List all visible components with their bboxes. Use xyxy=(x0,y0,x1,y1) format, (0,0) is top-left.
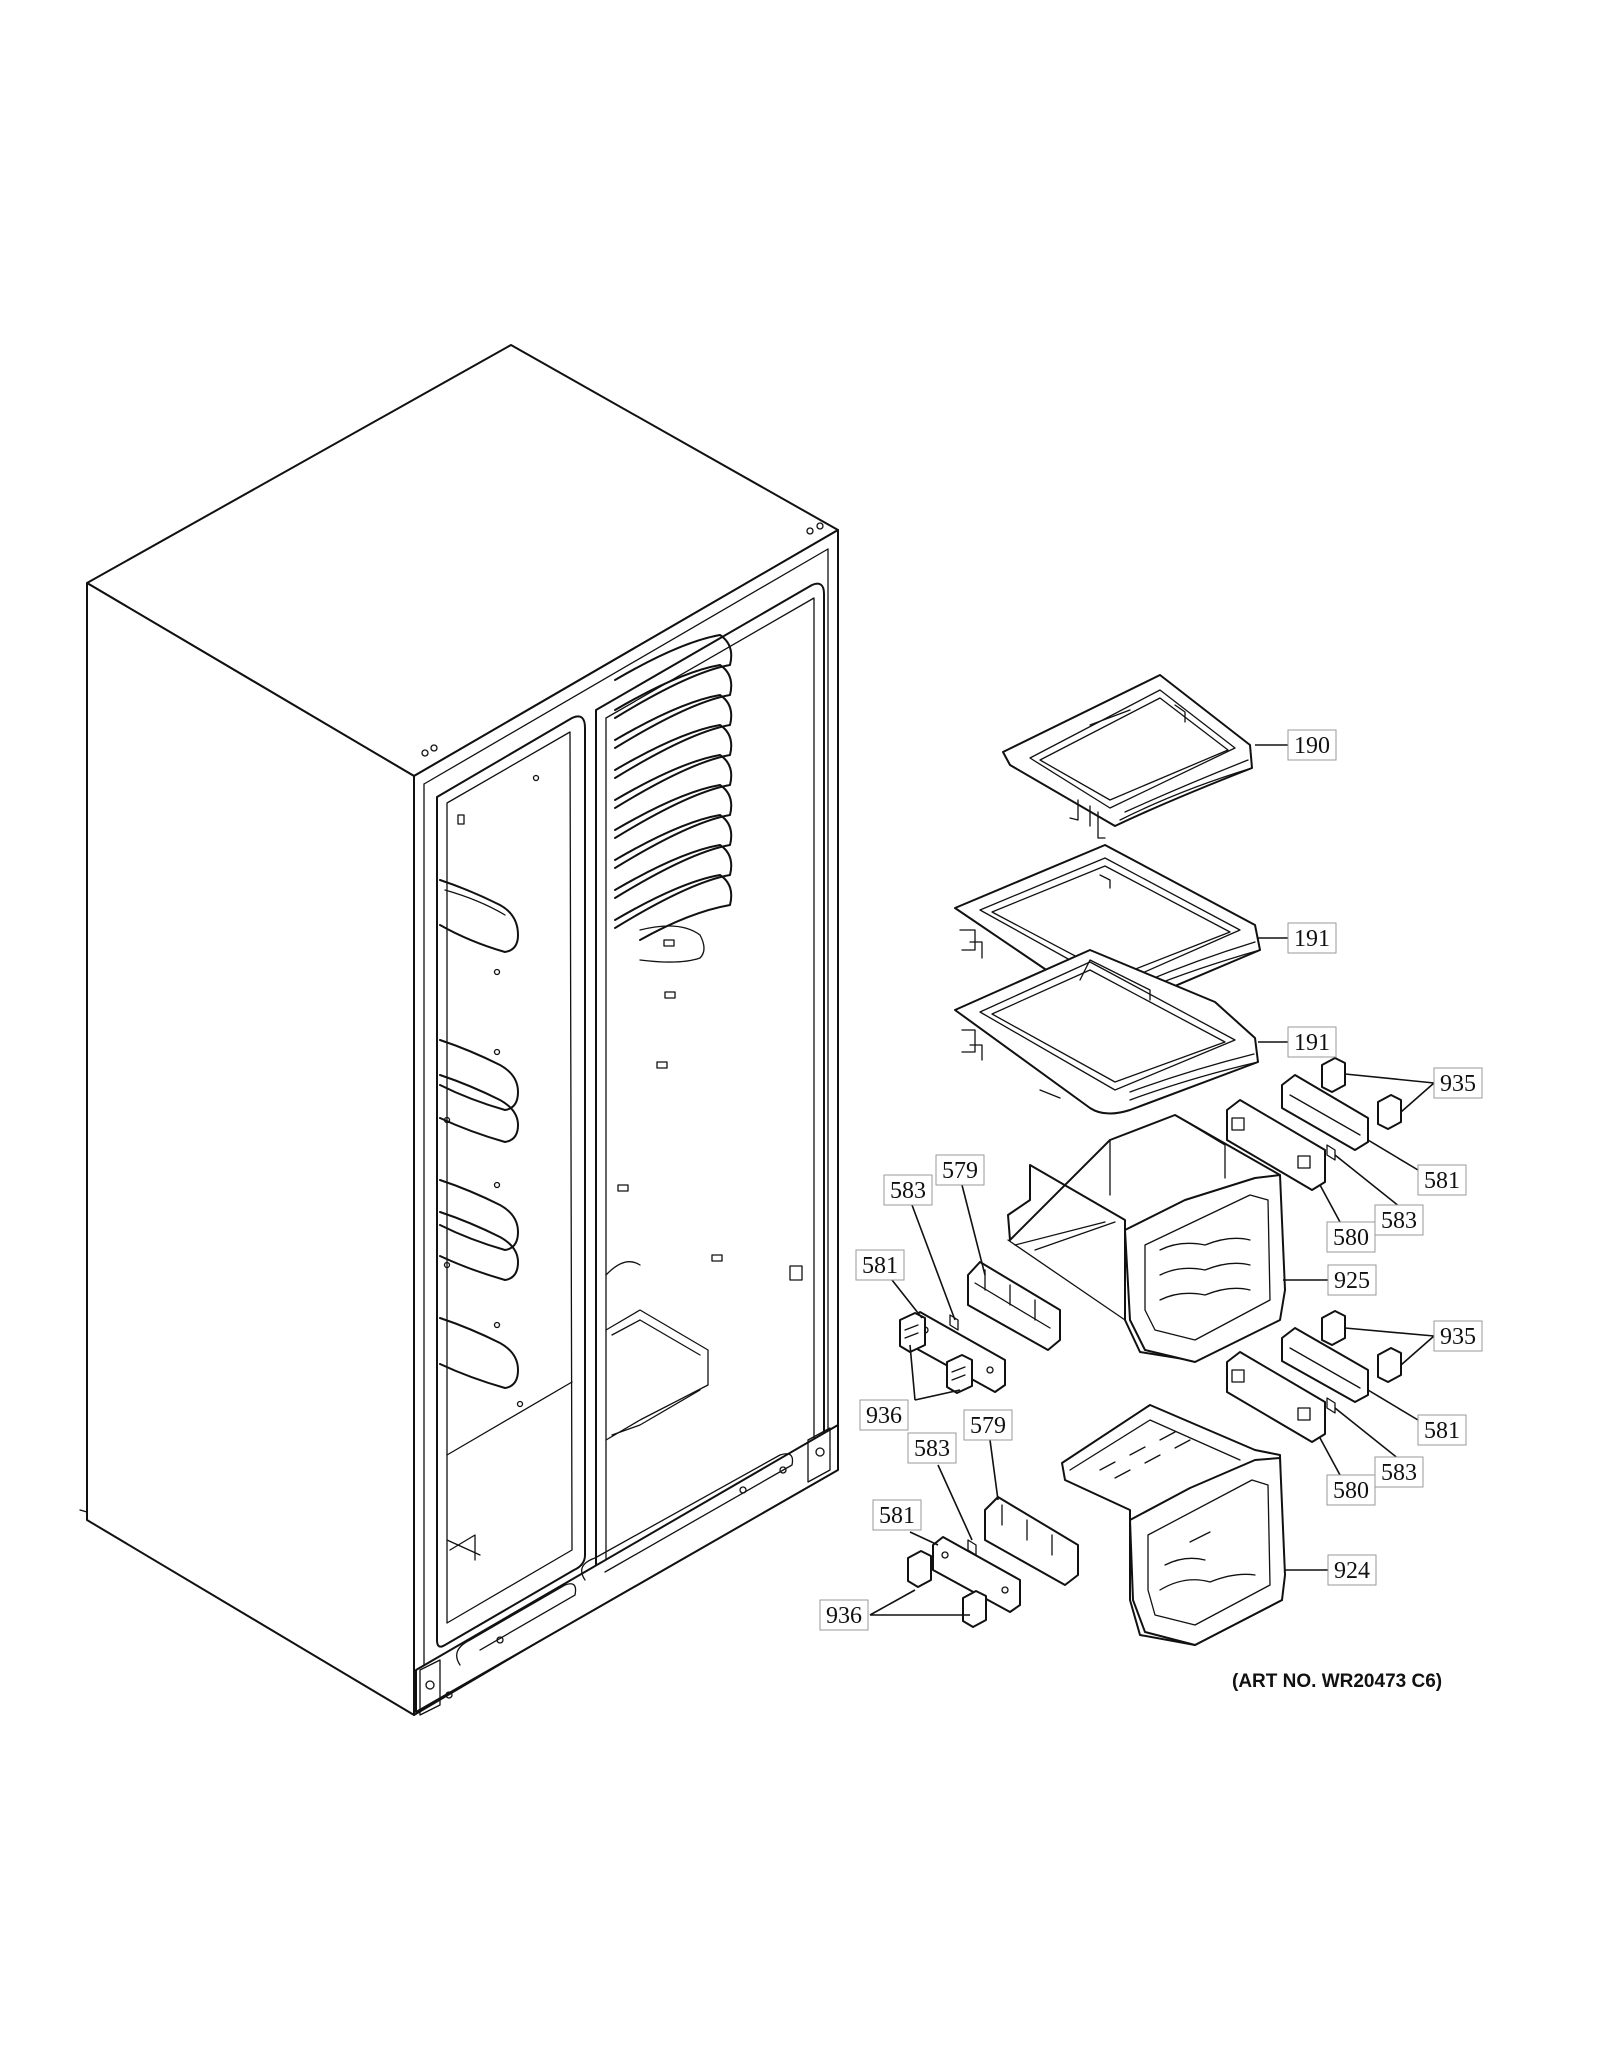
svg-text:190: 190 xyxy=(1294,733,1330,759)
svg-text:924: 924 xyxy=(1334,1558,1370,1584)
svg-text:191: 191 xyxy=(1294,926,1330,952)
callout-583-upper-right: 583 xyxy=(1374,1204,1424,1236)
clip-936-upper-left-b xyxy=(946,1354,973,1394)
clip-936-lower-left-a xyxy=(907,1550,932,1588)
clip-935-upper-right-b xyxy=(1377,1094,1402,1130)
svg-text:581: 581 xyxy=(862,1253,898,1279)
svg-text:583: 583 xyxy=(914,1436,950,1462)
svg-text:936: 936 xyxy=(866,1403,902,1429)
callout-583-lower-right: 583 xyxy=(1374,1456,1424,1488)
svg-text:580: 580 xyxy=(1333,1478,1369,1504)
svg-text:583: 583 xyxy=(1381,1460,1417,1486)
screw-583-lower-right xyxy=(1326,1397,1336,1414)
screw-583-upper-right xyxy=(1326,1144,1336,1161)
callout-583-lower-left: 583 xyxy=(907,1432,957,1464)
screw-583-lower-left xyxy=(967,1539,977,1556)
callout-579-lower: 579 xyxy=(963,1409,1013,1441)
callout-580-lower: 580 xyxy=(1326,1474,1376,1506)
drawer-925 xyxy=(1007,1114,1286,1363)
svg-text:583: 583 xyxy=(890,1178,926,1204)
svg-text:579: 579 xyxy=(942,1158,978,1184)
svg-text:583: 583 xyxy=(1381,1208,1417,1234)
callout-935-upper: 935 xyxy=(1433,1067,1483,1099)
slide-579-upper xyxy=(967,1261,1061,1351)
svg-text:580: 580 xyxy=(1333,1225,1369,1251)
callout-936-lower: 936 xyxy=(819,1599,869,1631)
screw-583-upper-left xyxy=(949,1314,959,1331)
callout-191-upper: 191 xyxy=(1287,922,1337,954)
svg-text:935: 935 xyxy=(1440,1071,1476,1097)
rail-581-lower-right xyxy=(1281,1327,1369,1403)
drawer-924 xyxy=(1061,1404,1286,1646)
callout-190: 190 xyxy=(1287,729,1337,761)
svg-text:925: 925 xyxy=(1334,1268,1370,1294)
callout-581-upper-right: 581 xyxy=(1417,1164,1467,1196)
callout-924: 924 xyxy=(1327,1554,1377,1586)
slide-580-lower-right xyxy=(1226,1351,1326,1443)
callout-579-upper: 579 xyxy=(935,1154,985,1186)
callout-581-lower-right: 581 xyxy=(1417,1414,1467,1446)
svg-text:935: 935 xyxy=(1440,1324,1476,1350)
refrigerator-cabinet xyxy=(79,344,839,1716)
clip-935-lower-right-b xyxy=(1377,1347,1402,1383)
svg-text:581: 581 xyxy=(1424,1168,1460,1194)
svg-text:936: 936 xyxy=(826,1603,862,1629)
callout-583-upper-left: 583 xyxy=(883,1174,933,1206)
svg-text:581: 581 xyxy=(879,1503,915,1529)
shelf-191-lower xyxy=(954,949,1259,1115)
svg-text:191: 191 xyxy=(1294,1030,1330,1056)
shelf-190 xyxy=(1002,674,1253,839)
art-number: (ART NO. WR20473 C6) xyxy=(1232,1671,1443,1692)
clip-935-upper-right-a xyxy=(1321,1057,1346,1093)
rail-581-upper-right xyxy=(1281,1074,1369,1151)
clip-936-upper-left-a xyxy=(899,1312,926,1353)
callout-580-upper: 580 xyxy=(1326,1221,1376,1253)
slide-580-upper-right xyxy=(1226,1099,1326,1191)
clip-936-lower-left-b xyxy=(962,1590,987,1628)
clip-935-lower-right-a xyxy=(1321,1310,1346,1346)
svg-text:581: 581 xyxy=(1424,1418,1460,1444)
svg-text:579: 579 xyxy=(970,1413,1006,1439)
callout-935-lower: 935 xyxy=(1433,1320,1483,1352)
callout-191-lower: 191 xyxy=(1287,1026,1337,1058)
leader-lines xyxy=(869,744,1435,1616)
callout-925: 925 xyxy=(1327,1264,1377,1296)
callout-581-upper-left: 581 xyxy=(855,1249,905,1281)
rail-581-lower-left xyxy=(932,1536,1021,1613)
callout-936-upper: 936 xyxy=(859,1399,909,1431)
callout-581-lower-left: 581 xyxy=(872,1499,922,1531)
